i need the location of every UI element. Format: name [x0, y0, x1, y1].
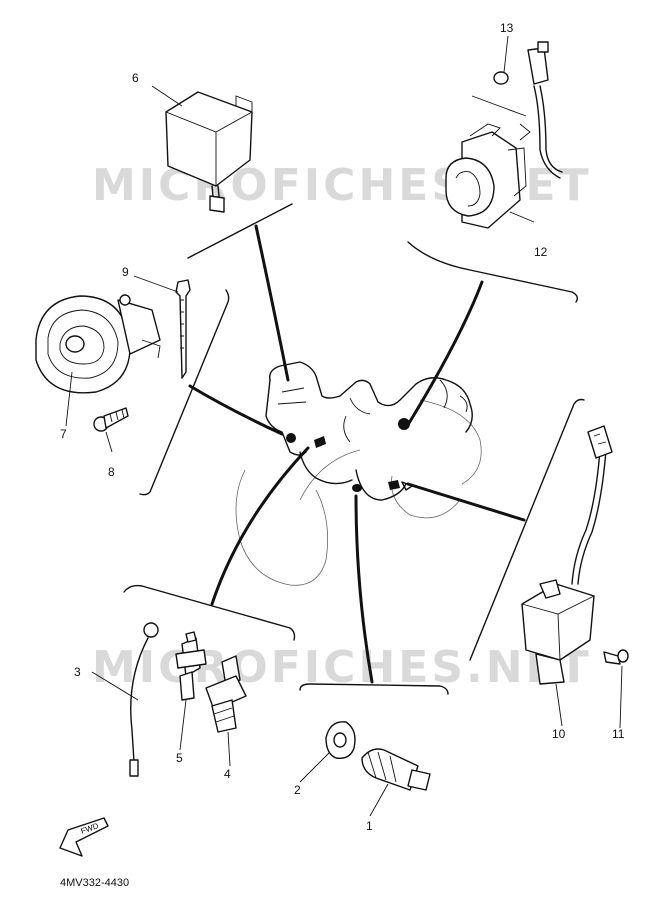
- part-label-5: 5: [176, 751, 183, 765]
- switch-assembly-part-12: [445, 41, 563, 229]
- part-label-13: 13: [500, 21, 514, 35]
- part-label-8: 8: [108, 465, 115, 479]
- part-label-11: 11: [612, 727, 625, 741]
- gasket-part-2: [325, 721, 356, 759]
- neutral-switch-part-4: [205, 655, 247, 733]
- wiring-harness: [188, 224, 526, 684]
- switch-part-1: [361, 748, 431, 791]
- earth-lead-part-3: [129, 622, 159, 777]
- part-label-9: 9: [122, 265, 129, 279]
- part-label-1: 1: [366, 819, 373, 833]
- pressure-switch-part-5: [175, 631, 207, 701]
- front-arrow: FWD: [59, 817, 109, 857]
- relay-part-6: [165, 91, 253, 213]
- part-label-7: 7: [60, 427, 67, 441]
- part-number-labels: 6 13 12 9 7 8 3 5 4 2 1 10 11: [60, 21, 625, 833]
- sidestand-switch-part-10: [521, 425, 613, 685]
- horn-part-7: [35, 294, 161, 394]
- cable-band-part-9: [175, 279, 191, 379]
- part-label-6: 6: [132, 71, 139, 85]
- part-label-4: 4: [224, 767, 231, 781]
- catalog-number: 4MV332-4430: [60, 877, 129, 889]
- part-label-12: 12: [534, 245, 548, 259]
- part-label-3: 3: [74, 665, 81, 679]
- part-label-2: 2: [294, 783, 301, 797]
- bolt-part-8: [93, 407, 129, 432]
- watermark-bottom: MICROFICHES.NET: [92, 642, 592, 693]
- screw-part-11: [603, 649, 629, 665]
- group-brackets: [123, 203, 585, 695]
- leader-lines: [65, 35, 623, 817]
- part-label-10: 10: [552, 727, 566, 741]
